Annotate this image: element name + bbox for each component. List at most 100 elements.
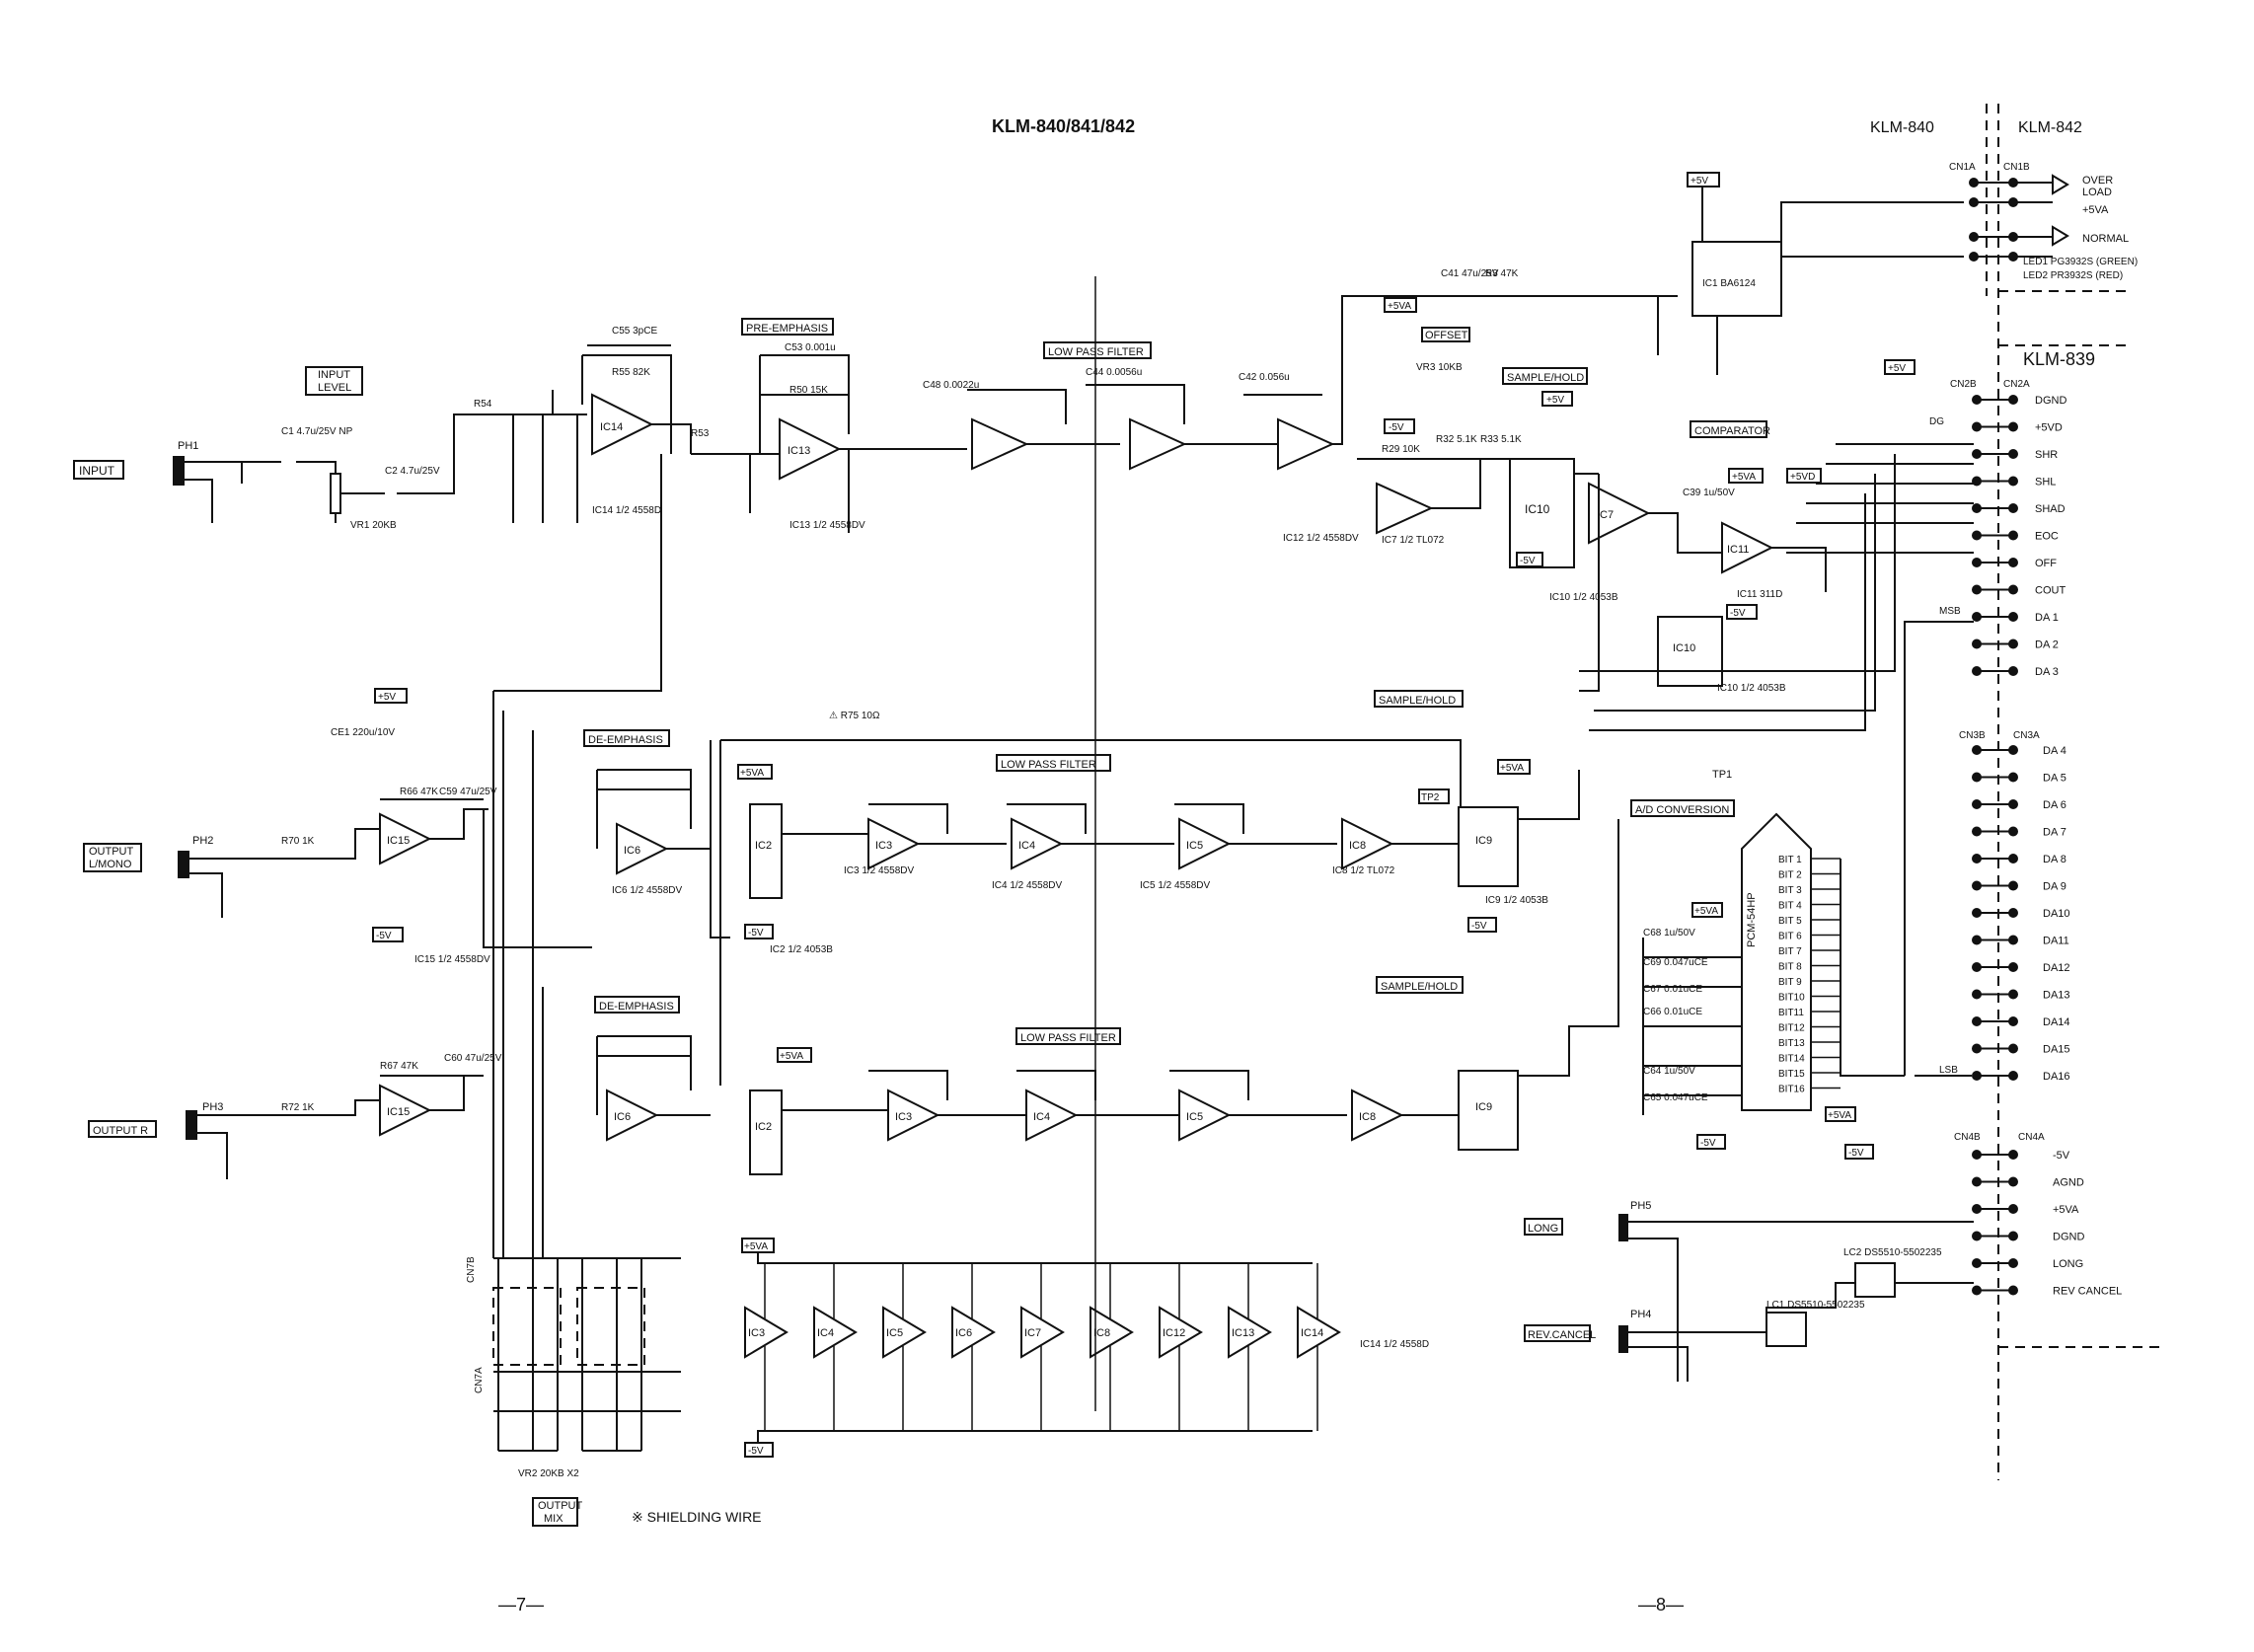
lpf-bottom-label: LOW PASS FILTER xyxy=(1020,1032,1116,1044)
cn7b-label: CN7B xyxy=(466,1256,477,1283)
cn3-pin-label: DA 5 xyxy=(2043,773,2066,785)
cn2a-label: CN2A xyxy=(2003,379,2030,390)
cn3-pin-label: DA15 xyxy=(2043,1044,2070,1056)
ad-conversion-label: A/D CONVERSION xyxy=(1635,804,1729,816)
ph5-label: PH5 xyxy=(1630,1200,1651,1212)
lpf-top-block: LOW PASS FILTER C48 0.0022u C44 0.0056u … xyxy=(839,341,1359,544)
ic2-r-label: IC2 xyxy=(755,1121,772,1133)
variant-klm839: KLM-839 xyxy=(2023,349,2095,369)
ic1-led-driver: +5V IC1 BA6124 CN1A CN1B OVER LOAD +5VA … xyxy=(1657,162,2138,375)
cn3b-label: CN3B xyxy=(1959,730,1986,741)
r3-label: R3 47K xyxy=(1485,268,1519,279)
mv5-adc: -5V xyxy=(1700,1138,1716,1149)
shielding-label: ※ SHIELDING WIRE xyxy=(632,1509,762,1525)
ic14-label: IC14 xyxy=(600,421,623,433)
ph2-label: PH2 xyxy=(192,835,213,847)
plus5va-label: +5VA xyxy=(2082,204,2109,216)
rev-cancel-label: REV.CANCEL xyxy=(1528,1329,1596,1341)
pre-emphasis-block: PRE-EMPHASIS R53 C53 0.001u R50 15K xyxy=(691,318,850,513)
pv5-cn2: +5V xyxy=(1888,363,1906,374)
pv5-ic1: +5V xyxy=(1690,176,1708,187)
cn3-pin-label: DA10 xyxy=(2043,908,2070,920)
ce1-label: CE1 220u/10V xyxy=(331,727,395,738)
input-level-label-1: INPUT xyxy=(318,369,350,381)
cn3a-label: CN3A xyxy=(2013,730,2040,741)
pv5a-adc: +5VA xyxy=(1694,906,1718,917)
tp1-label: TP1 xyxy=(1712,769,1732,781)
ic11-label: IC11 xyxy=(1727,544,1749,556)
r53-label: R53 xyxy=(691,428,710,439)
cn3-pin-label: DA16 xyxy=(2043,1071,2070,1083)
ic5-note: IC5 1/2 4558DV xyxy=(1140,880,1210,891)
led1-icon xyxy=(2052,225,2069,247)
offset-block: C41 47u/25V R3 47K +5VA OFFSET VR3 10KB … xyxy=(1332,268,1678,546)
pv5a-1: +5VA xyxy=(1388,301,1411,312)
cn3-pin-label: DA 4 xyxy=(2043,745,2066,757)
adc-pin-label: BIT 2 xyxy=(1778,870,1802,881)
cn1b-label: CN1B xyxy=(2003,162,2030,173)
mv5-ic11: -5V xyxy=(1730,608,1746,619)
ic3-l-label: IC3 xyxy=(875,840,892,852)
ic8-label: IC8 xyxy=(1349,840,1366,852)
cn4-pin-label: -5V xyxy=(2053,1150,2070,1162)
lpf-bottom-block: LOW PASS FILTER IC3 IC4 IC5 xyxy=(782,1027,1347,1142)
ic6-note: IC6 1/2 4558DV xyxy=(612,885,682,896)
cn2-pin-label: DA 1 xyxy=(2035,612,2059,624)
ic11-note: IC11 311D xyxy=(1737,589,1782,600)
de-emphasis-r-label: DE-EMPHASIS xyxy=(599,1001,674,1013)
opamp-symbol xyxy=(882,1306,927,1359)
c55-label: C55 3pCE xyxy=(612,326,657,337)
adc-c68: C68 1u/50V xyxy=(1643,928,1695,939)
vr1-label: VR1 20KB xyxy=(350,520,397,531)
adc-c67: C67 0.01uCE xyxy=(1643,984,1702,995)
ic14-bottom-note: IC14 1/2 4558D xyxy=(1360,1339,1429,1350)
cn4b-label: CN4B xyxy=(1954,1132,1981,1143)
output-r-section: OUTPUT R PH3 R72 1K IC15 R67 47K C60 47u… xyxy=(88,1053,502,1179)
page-number-left: —7— xyxy=(498,1595,544,1614)
mv5-bottom: -5V xyxy=(748,1446,764,1457)
mv5-ic9: -5V xyxy=(1471,921,1487,932)
cn2-pin-label: DGND xyxy=(2035,395,2066,407)
ic10-label: IC10 xyxy=(1525,502,1550,516)
normal-label: NORMAL xyxy=(2082,233,2129,245)
cn4-pin-label: REV CANCEL xyxy=(2053,1286,2122,1298)
de-emphasis-l-label: DE-EMPHASIS xyxy=(588,734,663,746)
output-r-label: OUTPUT R xyxy=(93,1125,148,1137)
cn3-pin-label: DA14 xyxy=(2043,1016,2070,1028)
cn2-pin-label: SHAD xyxy=(2035,503,2066,515)
mv5-outl: -5V xyxy=(376,931,392,941)
cn2-pin-label: DA 2 xyxy=(2035,639,2059,651)
output-l-jack-icon xyxy=(178,851,189,878)
lsb-label: LSB xyxy=(1939,1065,1958,1076)
ic13-label: IC13 xyxy=(788,445,810,457)
ic7-b-label: IC7 xyxy=(1597,509,1614,521)
sample-hold-top: SAMPLE/HOLD +5V IC10 -5V IC10 1/2 4053B xyxy=(1480,367,1618,603)
overload-label-2: LOAD xyxy=(2082,187,2112,198)
opamp-symbol xyxy=(813,1306,858,1359)
opamp-symbol xyxy=(1297,1306,1341,1359)
ic13-opamp: IC13 IC13 1/2 4558DV xyxy=(779,417,865,531)
adc-pin-label: BIT 6 xyxy=(1778,932,1802,942)
cn3-pin-label: DA 7 xyxy=(2043,827,2066,839)
ic5-r-label: IC5 xyxy=(1186,1111,1203,1123)
adc-pin-label: BIT 4 xyxy=(1778,901,1802,912)
output-l-label-2: L/MONO xyxy=(89,859,132,870)
sample-hold-bottom-label: SAMPLE/HOLD xyxy=(1381,981,1458,993)
input-section: INPUT LEVEL INPUT PH1 C1 4.7u/25V NP VR1… xyxy=(73,366,587,531)
opamp-symbol xyxy=(744,1306,789,1359)
ic15-note: IC15 1/2 4558DV xyxy=(414,954,490,965)
adc-pin-label: BIT 3 xyxy=(1778,885,1802,896)
r75-label: ⚠ R75 10Ω xyxy=(829,711,880,721)
cn4-pin-label: +5VA xyxy=(2053,1204,2079,1216)
c1-label: C1 4.7u/25V NP xyxy=(281,426,353,437)
cn4-pin-label: AGND xyxy=(2053,1177,2084,1189)
opamp-label: IC8 xyxy=(1093,1327,1110,1339)
r29-label: R29 10K xyxy=(1382,444,1420,455)
opamp-label: IC4 xyxy=(817,1327,834,1339)
sample-hold-bottom: SAMPLE/HOLD IC8 IC9 xyxy=(1351,819,1619,1151)
ic15-label: IC15 xyxy=(387,835,410,847)
pv5-outl: +5V xyxy=(378,692,396,703)
output-l-section: +5V CE1 220u/10V OUTPUT L/MONO PH2 R70 1… xyxy=(83,688,592,965)
r55-label: R55 82K xyxy=(612,367,650,378)
